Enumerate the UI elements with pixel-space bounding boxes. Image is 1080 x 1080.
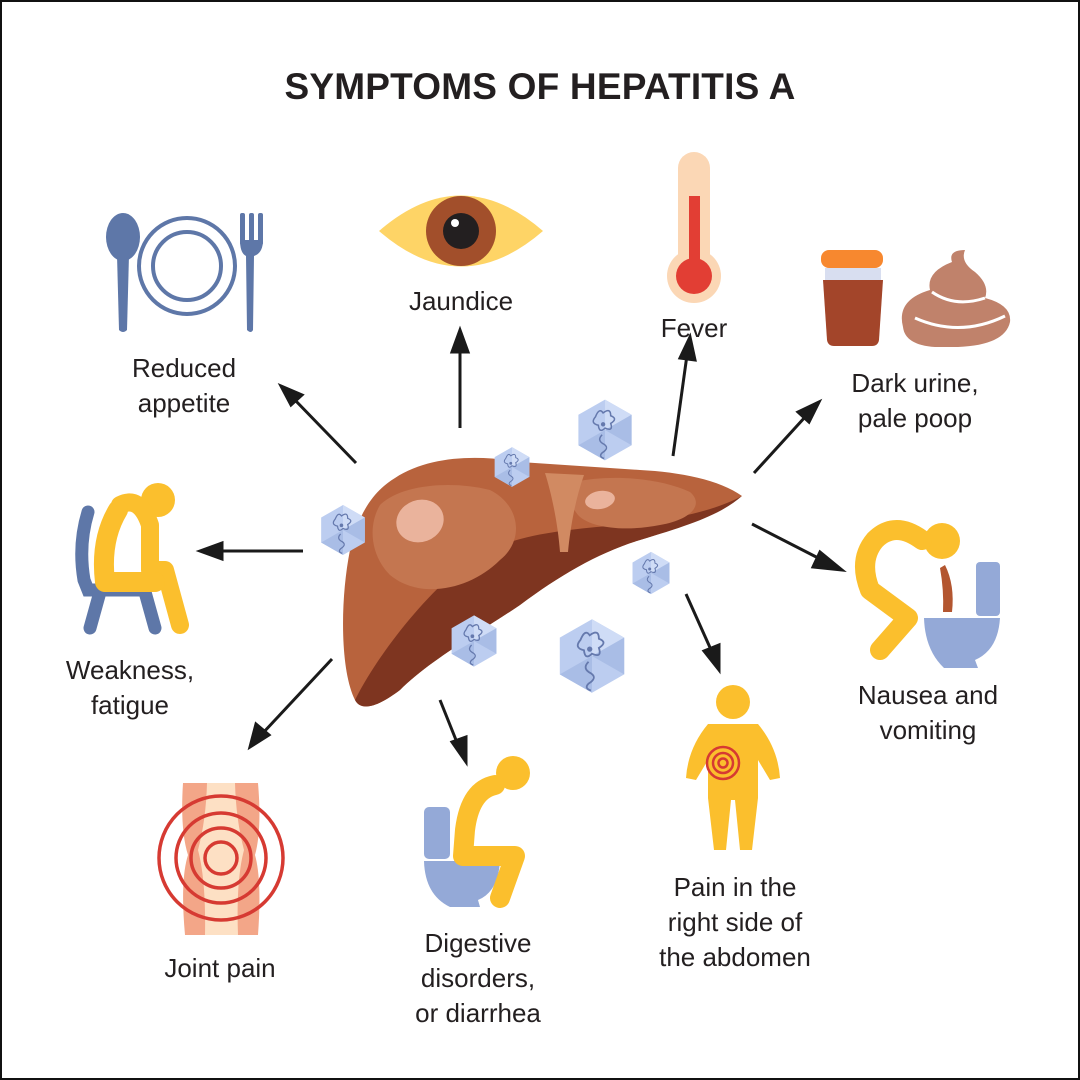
vomiting-person-icon xyxy=(855,520,1000,668)
label-abdomen-pain: Pain in the right side of the abdomen xyxy=(659,872,811,972)
arrows xyxy=(195,325,847,767)
abdomen-pain-person-icon xyxy=(686,685,780,850)
eye-icon xyxy=(379,195,543,267)
label-reduced-appetite: Reduced appetite xyxy=(131,353,237,418)
joint-pain-icon xyxy=(157,783,285,935)
label-weakness: Weakness, fatigue xyxy=(65,655,195,720)
label-nausea: Nausea and vomiting xyxy=(857,680,999,745)
label-dark-urine: Dark urine, pale poop xyxy=(851,368,979,433)
liver-icon xyxy=(343,457,742,707)
sitting-person-icon xyxy=(75,483,189,635)
label-digestive: Digestive disorders, or diarrhea xyxy=(415,928,541,1028)
plate-cutlery-icon xyxy=(106,213,263,332)
label-fever: Fever xyxy=(660,313,728,343)
label-joint-pain: Joint pain xyxy=(164,953,276,983)
urine-cup-poop-icon xyxy=(821,250,1011,347)
thermometer-icon xyxy=(667,152,721,303)
page-title: SYMPTOMS OF HEPATITIS A xyxy=(284,66,796,107)
toilet-person-icon xyxy=(424,756,530,908)
label-jaundice: Jaundice xyxy=(408,286,514,316)
